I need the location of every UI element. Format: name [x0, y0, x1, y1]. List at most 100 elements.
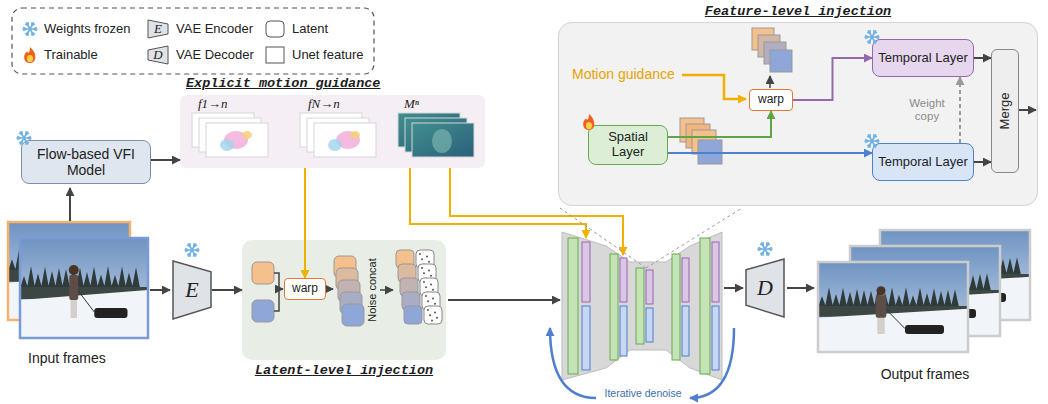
snowflake-branch [759, 248, 761, 249]
snowflake-arm [185, 249, 192, 251]
trapezoid-shape [173, 261, 211, 319]
noise-dot [430, 275, 432, 277]
vae-encoder: E [172, 260, 212, 320]
noise-dot [423, 281, 425, 283]
trapezoid-shape [746, 259, 784, 317]
warp-to-stack-arrow [327, 288, 333, 290]
flame-inner [27, 55, 33, 62]
noise-dot [427, 300, 429, 302]
snowflake-branch [761, 253, 763, 254]
snowflake-branch [874, 32, 876, 33]
snowflake-branch [866, 141, 868, 142]
guidance-wire [450, 168, 623, 255]
snowflake-arm [189, 244, 193, 250]
snowflake-arm [872, 31, 876, 37]
noise-concat-arrow [380, 289, 393, 291]
connector [151, 159, 180, 161]
connector [793, 58, 872, 100]
warped-latent [404, 306, 422, 324]
snowflake-branch [767, 253, 769, 254]
temporal-layer: Temporal Layer [872, 39, 974, 77]
warp-box: warp [284, 278, 326, 300]
snowflake-arm [24, 138, 28, 144]
caption-label: Output frames [881, 366, 970, 382]
mask-blob [432, 129, 452, 153]
snowflake-branch [25, 142, 27, 144]
unet-layer-bar [620, 258, 627, 302]
warped-feature-map [770, 50, 792, 72]
latent-panel-ground [242, 240, 446, 360]
unet-layer-bar [646, 270, 653, 304]
merge-box: Merge [991, 49, 1019, 173]
denoise-loop-arrow [550, 328, 596, 398]
flow-map [206, 123, 268, 157]
snowflake-branch [876, 37, 878, 38]
snowflake-icon [865, 135, 879, 147]
motion-panel-ground [180, 95, 485, 168]
snowflake-branch [874, 41, 876, 42]
sled [94, 308, 127, 318]
noise-dot [423, 272, 425, 274]
symbol-letter: D [153, 48, 162, 63]
legend-text: VAE Decoder [176, 48, 254, 63]
snowflake-branch [866, 37, 868, 38]
noise-dot [431, 319, 433, 321]
box-label: Spatial Layer [593, 130, 663, 160]
motion-guidance-arrow [682, 75, 746, 99]
snowflake-branch [26, 133, 28, 134]
tree-line [818, 287, 959, 307]
unet-layer-bar [610, 254, 618, 360]
snowflake-branch [186, 250, 188, 251]
snowflake-branch [874, 145, 876, 146]
person-legs [71, 298, 77, 318]
flame-outer [583, 114, 594, 130]
latent-to-warp-line [274, 289, 279, 311]
unet-layer-bar [620, 306, 627, 356]
connector [668, 152, 872, 154]
snowflake-icon [23, 23, 37, 35]
person-body [69, 275, 78, 300]
snowflake-arm [27, 23, 31, 29]
snowflake-branch [188, 254, 190, 255]
snowflake-branch [194, 254, 196, 255]
snowflake-branch [769, 248, 771, 249]
snowflake-branch [866, 140, 868, 141]
flow-blob [328, 139, 342, 151]
noise-latent [424, 306, 442, 324]
snow-slope [818, 309, 968, 352]
snowflake-branch [869, 135, 871, 137]
connector [974, 161, 991, 163]
snowflake-arm [30, 29, 34, 35]
snowflake-arm [21, 132, 25, 138]
flow-blob [242, 131, 252, 139]
snowflake-icon [865, 31, 879, 43]
loop-label: Iterative denoise [604, 387, 681, 399]
latent-sample [266, 21, 284, 37]
photo-sky [20, 238, 148, 338]
unet-layer-bar [682, 306, 689, 356]
flame-inner [586, 122, 592, 129]
snowflake-arm [865, 140, 872, 142]
snowflake-branch [769, 249, 771, 250]
legend-text: Unet feature [292, 48, 364, 63]
photo-frame [818, 262, 968, 352]
snowflake-arm [765, 248, 772, 250]
feature-injection-panel: Feature-level injectionSpatial Layerwarp… [558, 22, 1038, 206]
snowflake-branch [24, 29, 26, 30]
snowflake-branch [32, 33, 34, 34]
legend-text: VAE Encoder [176, 22, 253, 37]
caption-label: Input frames [28, 350, 106, 366]
snowflake-arm [189, 250, 193, 256]
noise-dot [421, 267, 423, 269]
photo-border [20, 238, 148, 338]
snowflake-branch [21, 142, 23, 144]
panel-heading: Explicit motion guidance [186, 76, 380, 91]
snowflake-arm [24, 137, 31, 139]
tree-line [20, 266, 140, 288]
snowflake-arm [765, 249, 769, 255]
noise-dot [429, 314, 431, 316]
snowflake-branch [196, 250, 198, 251]
snowflake-branch [193, 244, 195, 246]
snowflake-arm [192, 244, 196, 250]
snowflake-arm [30, 23, 34, 29]
